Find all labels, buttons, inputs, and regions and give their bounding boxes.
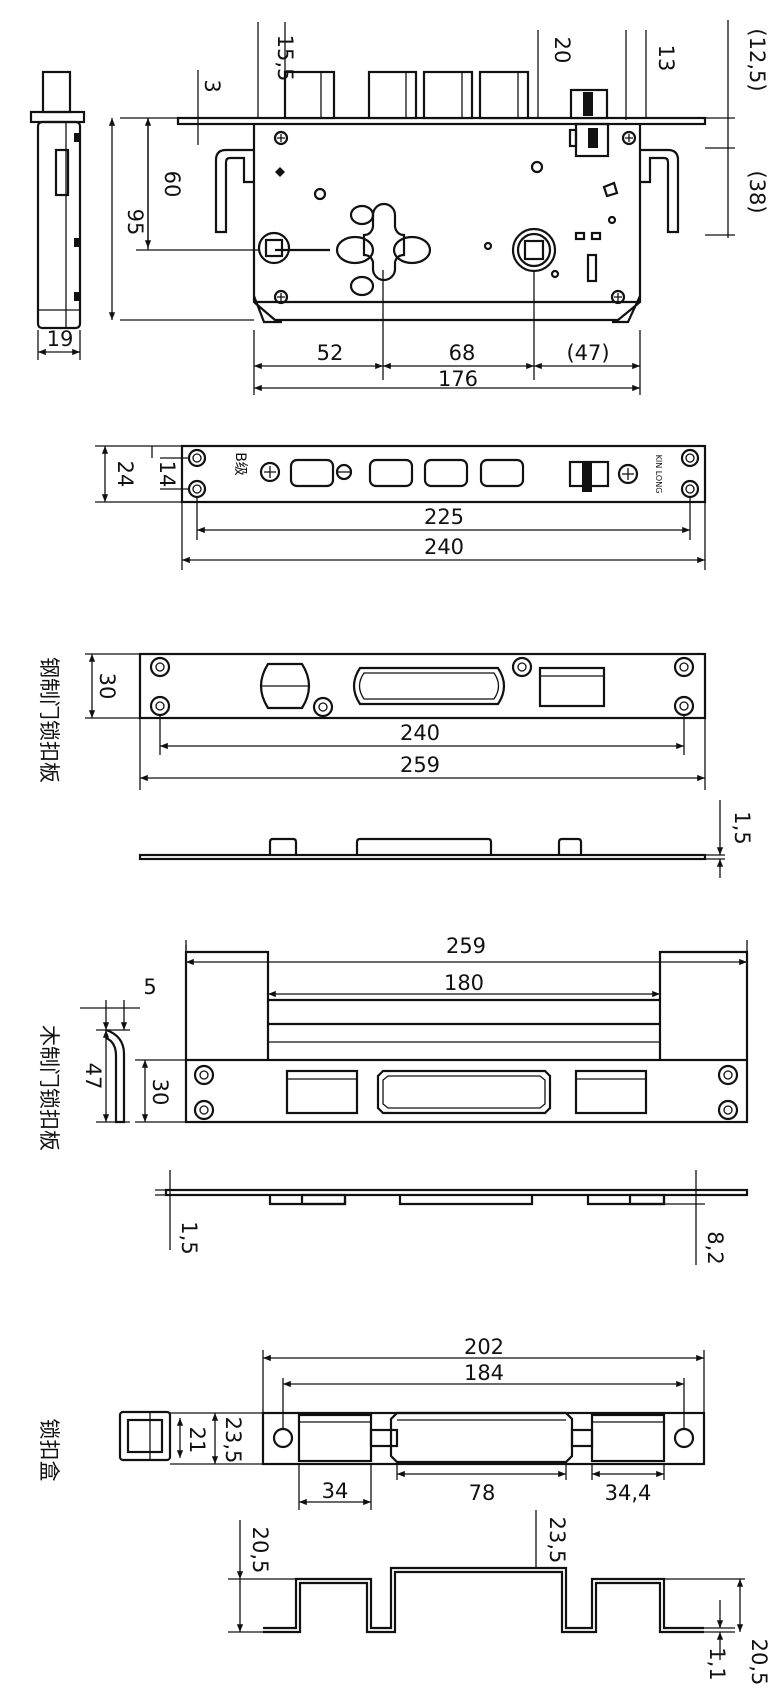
dim-3: 3 — [200, 79, 224, 92]
faceplate — [180, 444, 707, 504]
lock-case — [214, 122, 680, 324]
wood-strike-curl — [105, 1028, 126, 1124]
dim-259-wood: 259 — [446, 934, 486, 958]
steel-strike-dimensions — [85, 653, 706, 790]
dim-1-5-steel: 1,5 — [730, 811, 754, 844]
dim-30-wood: 30 — [148, 1079, 172, 1106]
wood-strike-dimensions — [80, 940, 748, 1123]
steel-strike-profile — [138, 800, 725, 878]
dim-225: 225 — [424, 505, 464, 529]
dim-78: 78 — [469, 1481, 496, 1505]
wood-strike-section: 木制门锁扣板 — [37, 934, 749, 1265]
dim-23-5-top: 23,5 — [221, 1417, 245, 1464]
dim-47: 47 — [81, 1063, 105, 1090]
strike-box-section: 锁扣盒 — [37, 1335, 771, 1685]
dim-34-4: 34,4 — [605, 1481, 652, 1505]
strike-box-title: 锁扣盒 — [37, 1419, 61, 1482]
deadbolt-3 — [478, 70, 530, 120]
dim-23-5-center: 23,5 — [545, 1517, 569, 1564]
dim-12-5: (12,5) — [745, 28, 769, 91]
dim-259-strike: 259 — [400, 753, 440, 777]
dim-202: 202 — [464, 1335, 504, 1359]
faceplate-grade-label: B级 — [232, 452, 248, 476]
deadbolt-2 — [422, 70, 474, 120]
dim-38: (38) — [745, 170, 769, 213]
faceplate-brand-mark: KIN LONG — [654, 455, 663, 494]
mortise-lock-section: 19 — [29, 20, 769, 395]
steel-strike-section: 钢制门锁扣板 30 240 259 — [37, 652, 754, 878]
dim-34: 34 — [322, 1479, 349, 1503]
square-spindle-hub — [511, 227, 557, 273]
dim-52: 52 — [317, 341, 344, 365]
steel-strike-title: 钢制门锁扣板 — [37, 657, 61, 783]
dim-180: 180 — [444, 971, 484, 995]
lock-dimensions — [108, 20, 735, 395]
dim-14: 14 — [155, 461, 179, 488]
handle-spindle-hub — [257, 231, 291, 265]
dim-13: 13 — [654, 45, 678, 72]
deadbolt-1 — [367, 70, 418, 120]
dim-24: 24 — [113, 461, 137, 488]
wood-strike-plate — [184, 950, 749, 1124]
dim-side-width: 19 — [47, 327, 74, 351]
steel-strike-plate — [138, 652, 707, 720]
dim-95: 95 — [123, 209, 147, 236]
dim-60: 60 — [160, 171, 184, 198]
dim-20: 20 — [550, 37, 574, 64]
faceplate-section: B级 KIN LONG 24 14 225 240 — [95, 444, 707, 570]
dim-240: 240 — [424, 535, 464, 559]
dim-30: 30 — [95, 673, 119, 700]
latch-bolt — [283, 70, 336, 120]
dim-15-5: 15,5 — [273, 35, 297, 82]
dim-176: 176 — [438, 367, 478, 391]
faceplate-dimensions — [95, 445, 706, 570]
dim-21: 21 — [185, 1427, 209, 1454]
dim-240-strike: 240 — [400, 721, 440, 745]
dim-1-1: 1,1 — [705, 1647, 729, 1680]
strike-box-end-view — [118, 1410, 172, 1462]
dim-20-5-left: 20,5 — [248, 1527, 272, 1574]
dim-5: 5 — [143, 975, 156, 999]
strike-box-profile — [228, 1510, 745, 1660]
dim-184: 184 — [464, 1361, 504, 1385]
dim-1-5-wood: 1,5 — [177, 1221, 201, 1254]
dim-20-5-right: 20,5 — [747, 1639, 771, 1686]
lock-side-view — [29, 70, 86, 360]
wood-strike-profile — [155, 1170, 749, 1265]
strike-box-dimensions — [170, 1350, 705, 1510]
dim-68: 68 — [449, 341, 476, 365]
wood-strike-title: 木制门锁扣板 — [37, 1025, 61, 1151]
dim-8-2: 8,2 — [703, 1231, 727, 1264]
strike-box-top-view — [261, 1411, 706, 1466]
dim-47: (47) — [566, 341, 609, 365]
